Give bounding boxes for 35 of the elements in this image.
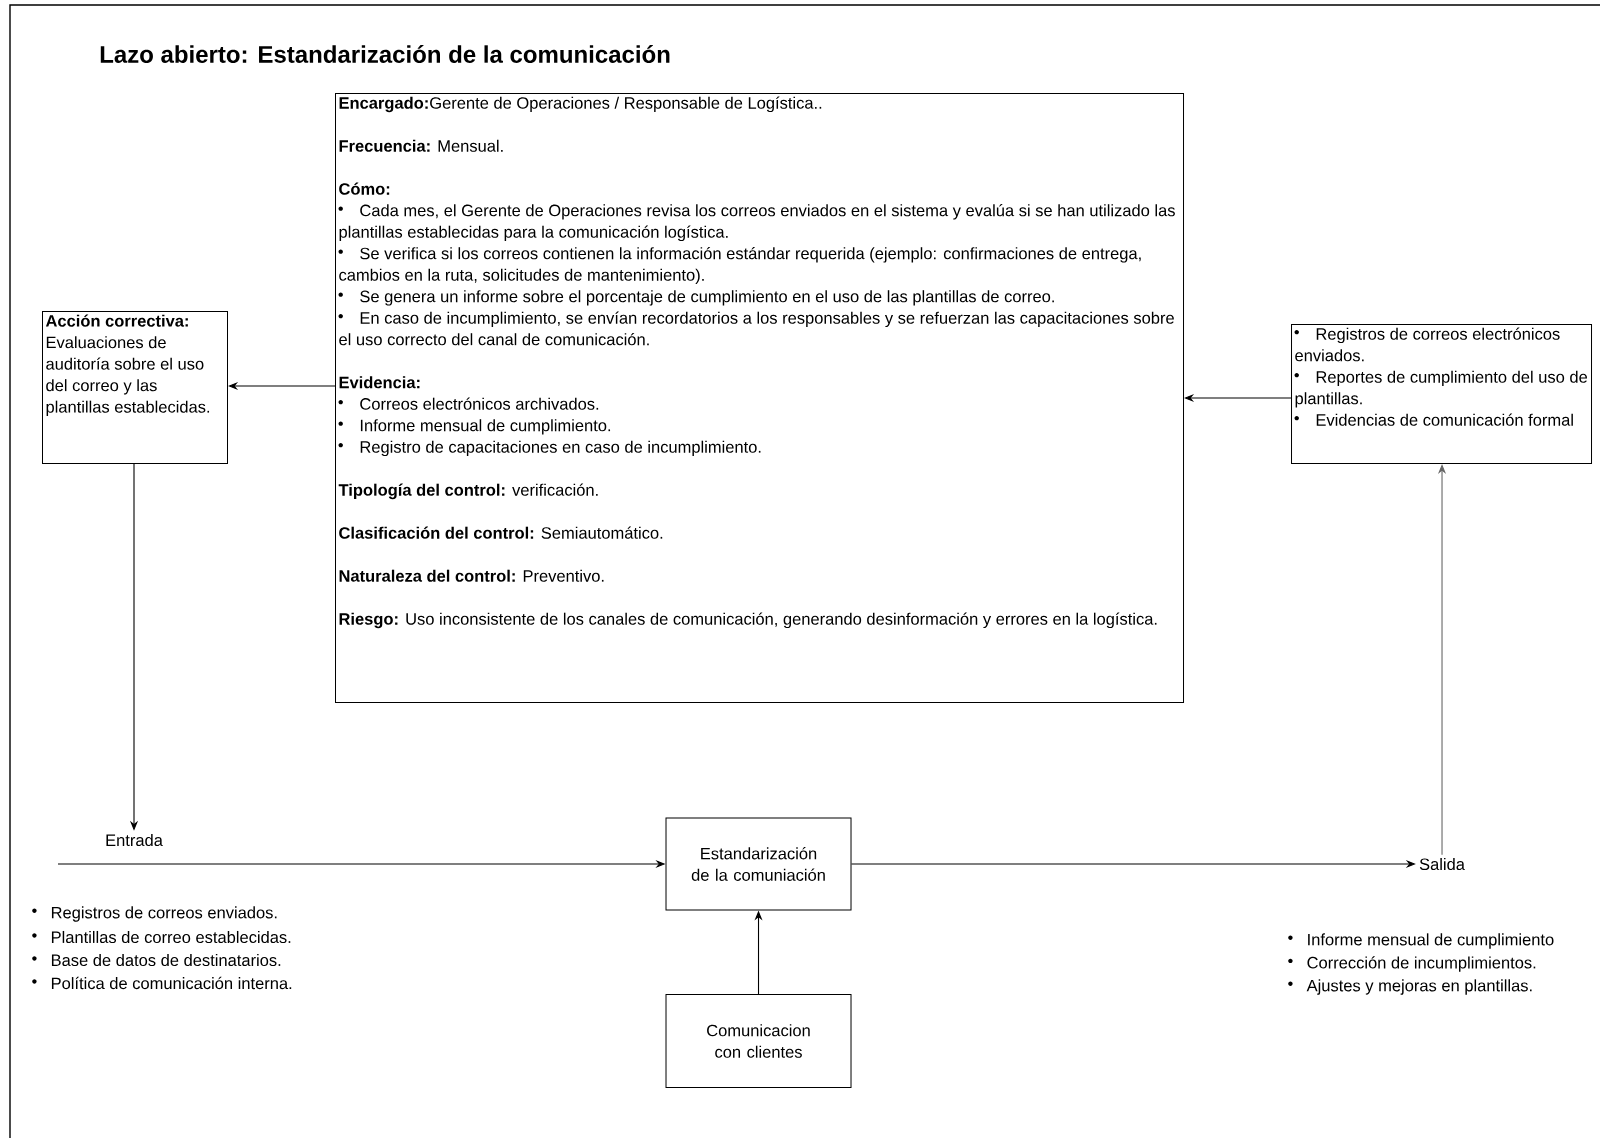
paragraph: Frecuencia: Mensual. bbox=[339, 139, 503, 152]
paragraph: Naturaleza del control: Preventivo. bbox=[339, 569, 604, 582]
bullet-item: Plantillas de correo establecidas. bbox=[32, 930, 291, 944]
bullet-item: En caso de incumplimiento, se envían recordatorios a los responsables y se refuerzan las capacitaciones sobre el uso correcto del canal de comunicación. bbox=[338, 311, 1174, 346]
paragraph: Encargado:Gerente de Operaciones / Responsable de Logística.. bbox=[339, 96, 822, 113]
flow-label: Salida bbox=[1419, 857, 1465, 871]
bullet-item: Se genera un informe sobre el porcentaje de cumplimiento en el uso de las plantillas de correo. bbox=[338, 290, 1054, 306]
bullet-item: Reportes de cumplimiento del uso de plantillas. bbox=[1294, 370, 1588, 408]
heading: Cómo: bbox=[339, 182, 390, 195]
bullet-item: Base de datos de destinatarios. bbox=[32, 953, 281, 967]
info-box bbox=[335, 93, 1184, 703]
bullet-item: Política de comunicación interna. bbox=[32, 976, 292, 990]
heading: Acción correctiva: bbox=[45, 314, 188, 327]
paragraph: Tipología del control: verificación. bbox=[338, 483, 598, 500]
process-box: Estandarización de la comuniación bbox=[665, 817, 852, 911]
bullet-item: Ajustes y mejoras en plantillas. bbox=[1288, 979, 1532, 995]
action-box bbox=[42, 311, 228, 464]
flow-label: Entrada bbox=[106, 833, 163, 847]
bullet-item: Corrección de incumplimientos. bbox=[1288, 956, 1536, 972]
bullet-item: Registros de correos electrónicos enviados. bbox=[1294, 327, 1560, 362]
heading: Evidencia: bbox=[339, 376, 420, 389]
bullet-item: Registro de capacitaciones en caso de incumplimiento. bbox=[338, 440, 761, 457]
paragraph: Clasificación del control: Semiautomático. bbox=[339, 526, 663, 539]
bullet-item: Cada mes, el Gerente de Operaciones revisa los correos enviados en el sistema y evalúa si se han utilizado las plantillas establecidas para la comunicación logística. bbox=[338, 204, 1175, 242]
bullet-item: Evidencias de comunicación formal bbox=[1294, 413, 1573, 426]
evidence-box bbox=[1291, 324, 1592, 464]
bullet-item: Informe mensual de cumplimiento bbox=[1288, 933, 1554, 949]
paragraph: Evaluaciones de auditoría sobre el uso del correo y las plantillas establecidas. bbox=[46, 336, 210, 417]
process-box: Comunicacion con clientes bbox=[665, 994, 852, 1088]
bullet-item: Informe mensual de cumplimiento. bbox=[338, 419, 611, 435]
bullet-item: Correos electrónicos archivados. bbox=[338, 397, 599, 410]
bullet-item: Registros de correos enviados. bbox=[32, 906, 277, 922]
title: Lazo abierto: Estandarización de la comunicación bbox=[100, 45, 670, 63]
bullet-item: Se verifica si los correos contienen la información estándar requerida (ejemplo: confirmaciones de entrega, cambios en la ruta, solicitudes de mantenimiento). bbox=[338, 247, 1141, 285]
paragraph: Riesgo: Uso inconsistente de los canales de comunicación, generando desinformación y errores en la logística. bbox=[339, 612, 1157, 629]
